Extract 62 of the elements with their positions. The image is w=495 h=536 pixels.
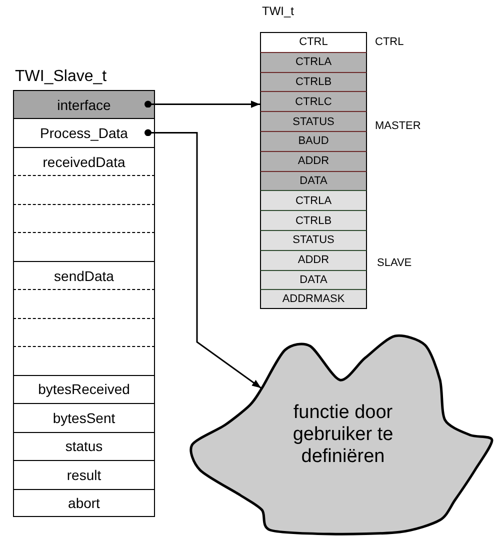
- field-name: ADDR: [298, 254, 330, 266]
- field-name: bytesSent: [52, 410, 116, 426]
- struct-row: [260, 289, 367, 310]
- field-name: CTRLC: [295, 96, 332, 108]
- struct-row: [260, 72, 367, 92]
- field-name: CTRLA: [295, 194, 332, 207]
- struct-row: [13, 146, 155, 176]
- struct-row: [13, 90, 155, 118]
- struct-row: [13, 260, 155, 290]
- group-label: MASTER: [375, 120, 421, 132]
- field-name: ADDR: [298, 155, 330, 168]
- field-name: DATA: [300, 174, 328, 187]
- cloud-shape: [188, 332, 495, 536]
- empty-field-row: [13, 318, 155, 346]
- struct-row: [260, 190, 367, 210]
- cloud-text: functie door gebruiker te definiëren: [292, 402, 394, 468]
- field-name: CTRLB: [295, 214, 332, 227]
- field-name: CTRLA: [295, 56, 332, 68]
- empty-field-row: [13, 204, 155, 232]
- struct-row: [260, 170, 367, 190]
- struct-row: [13, 432, 155, 460]
- struct-row: [260, 32, 367, 52]
- field-name: Process_Data: [40, 125, 128, 142]
- struct-row: [13, 374, 155, 404]
- empty-field-row: [13, 346, 155, 375]
- struct-row: [260, 210, 367, 230]
- field-name: BAUD: [298, 135, 329, 148]
- struct-block: [13, 68, 155, 518]
- struct-row: [13, 403, 155, 432]
- field-name: CTRL: [299, 36, 328, 48]
- struct-row: [13, 460, 155, 489]
- struct-row: [260, 250, 367, 270]
- field-name: CTRLB: [295, 76, 332, 88]
- empty-field-row: [13, 232, 155, 261]
- struct-row: [260, 270, 367, 290]
- empty-field-row: [13, 289, 155, 318]
- field-name: DATA: [300, 274, 328, 286]
- struct-row: [260, 111, 367, 131]
- struct-row: [260, 91, 367, 112]
- field-name: STATUS: [292, 234, 334, 246]
- arrow: [144, 129, 262, 389]
- group-label: CTRL: [375, 36, 404, 48]
- field-name: bytesReceived: [38, 381, 130, 398]
- struct-name: TWI_Slave_t: [15, 68, 107, 86]
- field-name: ADDRMASK: [282, 293, 345, 306]
- field-name: result: [66, 466, 102, 483]
- field-name: sendData: [54, 268, 114, 284]
- struct-row: [260, 230, 367, 250]
- field-name: STATUS: [292, 116, 334, 128]
- group-label: SLAVE: [377, 257, 412, 269]
- field-name: status: [65, 438, 103, 454]
- struct-row: [260, 52, 367, 72]
- field-name: abort: [68, 494, 100, 511]
- struct-row: [13, 118, 155, 147]
- struct-row: [260, 150, 367, 171]
- field-name: interface: [57, 96, 111, 113]
- field-name: receivedData: [42, 154, 126, 170]
- struct-name: TWI_t: [262, 4, 294, 18]
- struct-row: [260, 131, 367, 151]
- struct-row: [13, 488, 155, 518]
- arrow: [144, 100, 260, 108]
- empty-field-row: [13, 175, 155, 204]
